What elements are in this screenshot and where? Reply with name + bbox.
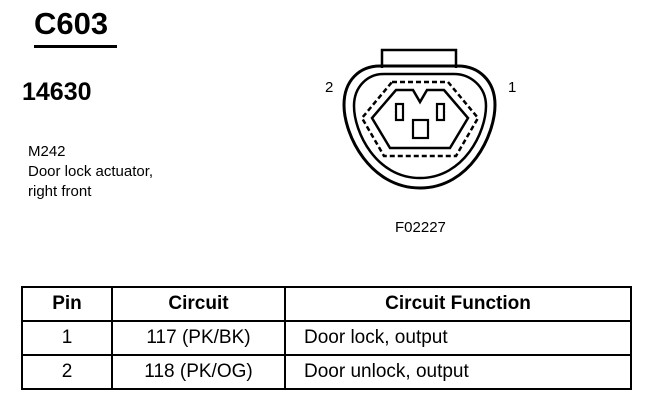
component-desc-line2: right front	[28, 183, 92, 200]
connector-id: C603	[34, 6, 109, 41]
cell-circuit: 118 (PK/OG)	[111, 354, 286, 390]
cell-pin: 2	[21, 354, 113, 390]
header-pin: Pin	[21, 286, 113, 322]
connector-cavity	[370, 88, 470, 150]
component-code: M242	[28, 143, 66, 160]
connector-id-underline	[34, 45, 117, 48]
cell-function: Door lock, output	[284, 320, 632, 356]
connector-face-diagram	[342, 48, 497, 190]
pin-table: Pin Circuit Circuit Function 1 117 (PK/B…	[21, 286, 632, 390]
cell-pin: 1	[21, 320, 113, 356]
connector-outer-housing	[342, 64, 497, 190]
component-description: M242 Door lock actuator, right front	[28, 142, 153, 202]
table-row: 2 118 (PK/OG) Door unlock, output	[21, 354, 632, 390]
connector-inner-housing	[352, 72, 488, 180]
header-circuit: Circuit	[111, 286, 286, 322]
terminal-right	[435, 102, 446, 122]
cell-function: Door unlock, output	[284, 354, 632, 390]
connector-keyed-outline	[360, 80, 480, 158]
pin-label-left: 2	[325, 79, 334, 96]
terminal-left	[394, 102, 405, 122]
figure-code: F02227	[395, 219, 446, 236]
terminal-center	[411, 118, 430, 140]
cell-circuit: 117 (PK/BK)	[111, 320, 286, 356]
connector-latch-tab	[380, 48, 458, 68]
table-row: 1 117 (PK/BK) Door lock, output	[21, 320, 632, 356]
pin-label-right: 1	[508, 79, 517, 96]
part-number: 14630	[22, 78, 92, 106]
table-header-row: Pin Circuit Circuit Function	[21, 286, 632, 322]
component-desc-line1: Door lock actuator,	[28, 163, 154, 180]
header-circuit-function: Circuit Function	[284, 286, 632, 322]
